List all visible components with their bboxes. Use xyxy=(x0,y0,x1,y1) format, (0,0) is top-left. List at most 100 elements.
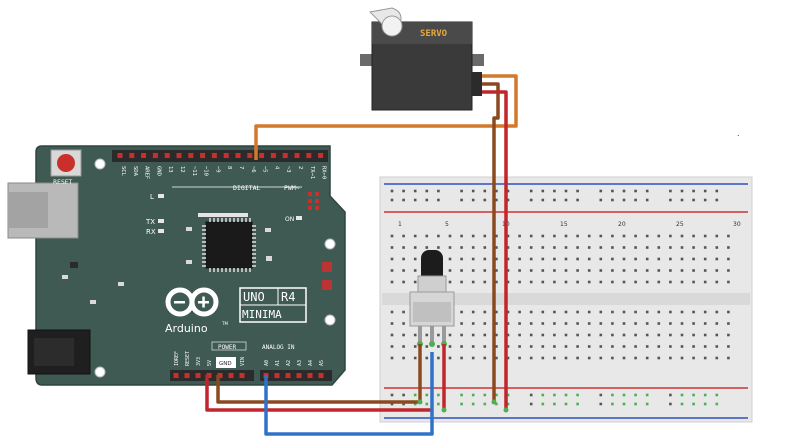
rail-hole xyxy=(564,198,568,202)
power-pin[interactable] xyxy=(206,373,212,378)
servo-shaft xyxy=(381,15,403,37)
terminal-hole xyxy=(402,322,405,325)
rail-hole xyxy=(471,402,475,406)
potentiometer-shaft-collar xyxy=(417,275,447,295)
terminal-hole xyxy=(727,234,730,238)
digital-pin[interactable] xyxy=(164,153,170,158)
terminal-hole xyxy=(622,280,626,284)
rail-hole xyxy=(483,189,487,193)
icsp-pin xyxy=(315,192,319,196)
rail-hole xyxy=(576,189,579,193)
terminal-hole xyxy=(587,345,591,348)
digital-pin[interactable] xyxy=(270,153,276,158)
power-pin[interactable] xyxy=(173,373,179,378)
terminal-hole xyxy=(495,280,498,284)
power-pin[interactable] xyxy=(195,373,201,378)
terminal-hole xyxy=(413,234,417,238)
terminal-hole xyxy=(564,345,568,348)
power-label: POWER xyxy=(218,344,236,351)
terminal-hole xyxy=(483,246,487,249)
digital-pin[interactable] xyxy=(259,153,265,158)
terminal-hole xyxy=(657,257,661,261)
analog-pin[interactable] xyxy=(307,373,313,378)
analog-pin[interactable] xyxy=(318,373,324,378)
smd-component xyxy=(265,228,271,232)
power-pin[interactable] xyxy=(239,373,245,378)
terminal-hole xyxy=(390,246,394,249)
terminal-hole xyxy=(622,310,626,314)
terminal-hole xyxy=(471,310,475,314)
power-pin[interactable] xyxy=(228,373,234,378)
terminal-hole xyxy=(495,234,498,238)
terminal-hole xyxy=(390,280,394,284)
terminal-hole xyxy=(506,234,510,238)
digital-pin[interactable] xyxy=(152,153,158,158)
digital-pin[interactable] xyxy=(200,153,206,158)
digital-pin[interactable] xyxy=(282,153,288,158)
bottom-header-pins xyxy=(173,373,324,378)
analog-pin[interactable] xyxy=(285,373,291,378)
analog-pin[interactable] xyxy=(274,373,280,378)
terminal-hole xyxy=(587,310,591,314)
terminal-hole xyxy=(529,333,533,337)
l-led xyxy=(158,194,164,198)
digital-pin[interactable] xyxy=(294,153,300,158)
rail-hole xyxy=(553,189,556,193)
terminal-hole xyxy=(727,246,730,249)
terminal-hole xyxy=(541,234,545,238)
terminal-hole xyxy=(645,246,649,249)
terminal-hole xyxy=(390,345,394,348)
on-label: ON xyxy=(285,216,294,223)
terminal-hole xyxy=(611,345,614,348)
rail-hole xyxy=(576,393,579,397)
terminal-hole xyxy=(460,345,463,348)
terminal-hole xyxy=(564,333,568,337)
digital-pin[interactable] xyxy=(129,153,135,158)
terminal-hole xyxy=(622,356,626,360)
digital-pin[interactable] xyxy=(117,153,123,158)
digital-pin[interactable] xyxy=(176,153,182,158)
digital-pin[interactable] xyxy=(211,153,217,158)
digital-pin[interactable] xyxy=(247,153,253,158)
analog-label: ANALOG IN xyxy=(262,344,295,351)
terminal-hole xyxy=(680,246,684,249)
rail-hole xyxy=(541,402,545,406)
digital-pin[interactable] xyxy=(318,153,324,158)
power-pin-label: 5V xyxy=(207,360,213,366)
power-pin[interactable] xyxy=(217,373,223,378)
terminal-hole xyxy=(541,345,545,348)
terminal-hole xyxy=(634,356,637,360)
digital-pin[interactable] xyxy=(223,153,229,158)
analog-pin[interactable] xyxy=(296,373,302,378)
terminal-hole xyxy=(437,333,440,337)
terminal-hole xyxy=(599,257,603,261)
terminal-hole xyxy=(680,333,684,337)
terminal-hole xyxy=(587,356,591,360)
terminal-hole xyxy=(611,356,614,360)
terminal-hole xyxy=(657,269,661,272)
terminal-hole xyxy=(483,333,487,337)
terminal-hole xyxy=(460,269,463,272)
terminal-hole xyxy=(634,257,637,261)
digital-pin-label: GND xyxy=(155,166,161,176)
usb-connector-inner xyxy=(8,192,48,228)
digital-pin-label: 4 xyxy=(273,166,279,170)
digital-pin[interactable] xyxy=(306,153,312,158)
digital-pin[interactable] xyxy=(141,153,147,158)
terminal-hole xyxy=(692,257,695,261)
terminal-hole xyxy=(495,345,498,348)
digital-pin[interactable] xyxy=(235,153,241,158)
power-pin[interactable] xyxy=(184,373,190,378)
terminal-hole xyxy=(437,246,440,249)
terminal-hole xyxy=(448,234,452,238)
terminal-hole xyxy=(506,356,510,360)
terminal-hole xyxy=(460,280,463,284)
terminal-hole xyxy=(680,345,684,348)
terminal-hole xyxy=(622,234,626,238)
terminal-hole xyxy=(599,246,603,249)
terminal-hole xyxy=(390,269,394,272)
reset-button-cap[interactable] xyxy=(57,154,75,172)
digital-pin[interactable] xyxy=(188,153,194,158)
l-led-label: L xyxy=(150,193,154,201)
